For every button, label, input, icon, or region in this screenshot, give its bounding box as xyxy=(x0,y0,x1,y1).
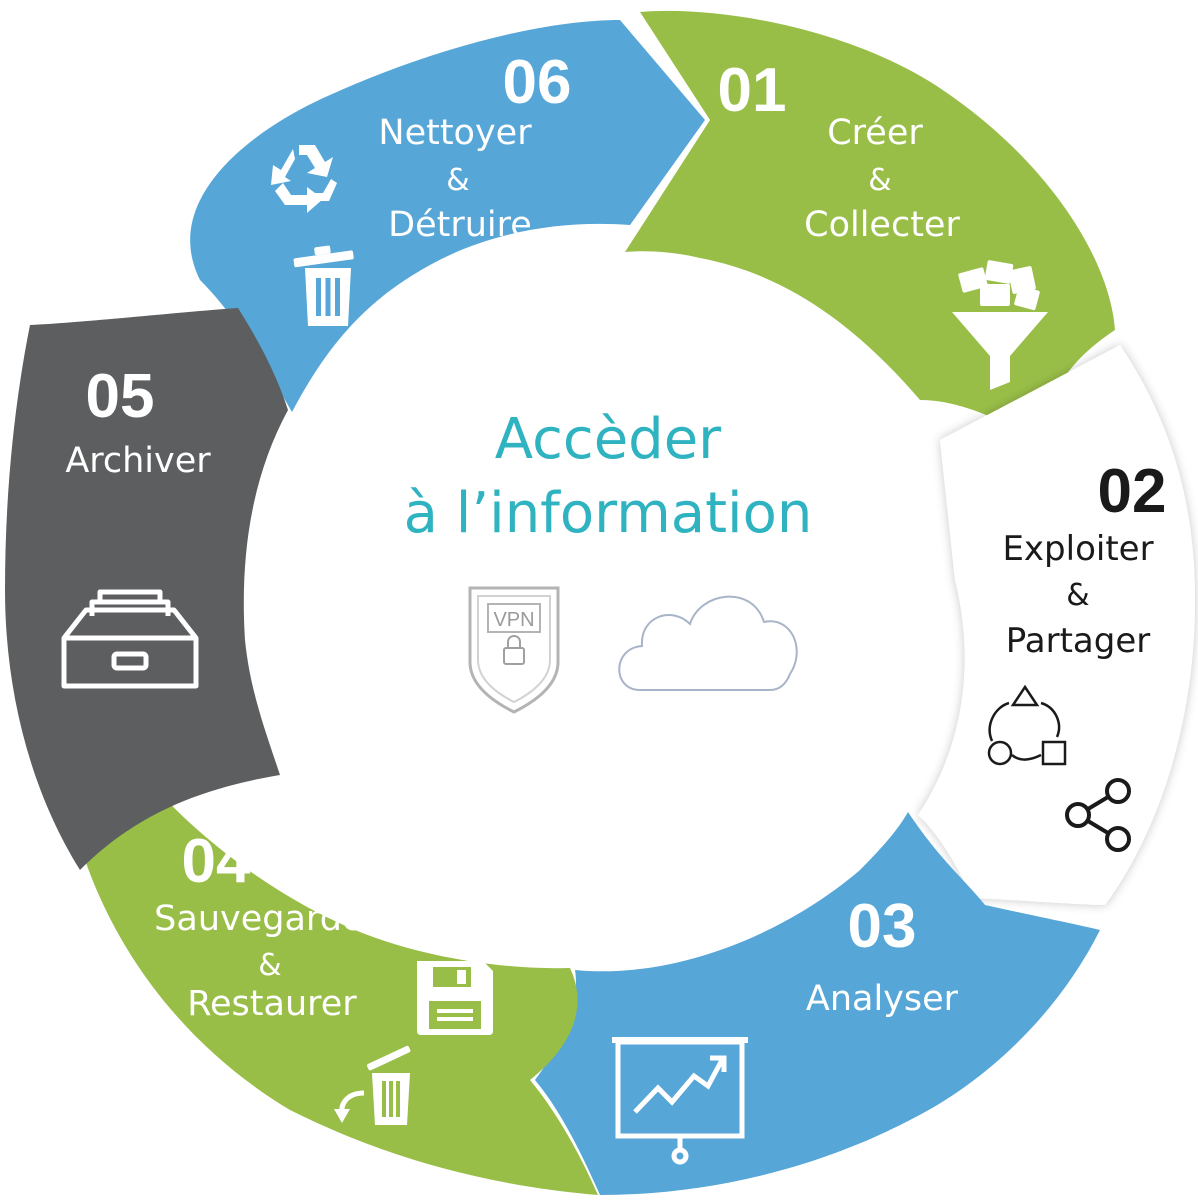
step-03-number: 03 xyxy=(848,892,917,961)
presentation-chart-icon xyxy=(612,1037,748,1165)
segment-04: 04 Sauvegarder & Restaurer xyxy=(85,782,598,1195)
documents-funnel-icon xyxy=(952,260,1048,390)
segment-02-shape xyxy=(918,345,1195,905)
segment-02: 02 Exploiter & Partager xyxy=(918,345,1195,905)
segment-01: 01 Créer & Collecter xyxy=(625,10,1115,441)
center-panel: Accèder à l’information VPN xyxy=(404,407,813,714)
shapes-cycle-icon xyxy=(987,684,1067,766)
recycle-icon xyxy=(271,145,337,213)
step-01-label-line-2: & xyxy=(868,163,891,198)
restore-trash-icon xyxy=(334,1045,411,1125)
step-06-label-line-1: Nettoyer xyxy=(378,113,532,153)
step-03-label-line-1: Analyser xyxy=(806,979,959,1019)
center-title-line-2: à l’information xyxy=(404,481,813,546)
segment-05: 05 Archiver xyxy=(5,308,288,870)
step-01-number: 01 xyxy=(718,56,787,125)
step-04-number: 04 xyxy=(182,827,251,896)
vpn-label: VPN xyxy=(493,609,534,631)
vpn-shield-icon: VPN xyxy=(468,586,560,714)
archive-drawer-icon xyxy=(61,589,199,689)
segment-05-shape xyxy=(5,308,288,870)
step-06-number: 06 xyxy=(503,48,572,117)
step-02-label-line-3: Partager xyxy=(1006,621,1150,661)
step-01-label-line-1: Créer xyxy=(827,113,923,153)
step-05-label-line-1: Archiver xyxy=(65,441,211,481)
share-icon xyxy=(1065,778,1131,852)
center-title-line-1: Accèder xyxy=(495,407,722,472)
step-04-label-line-1: Sauvegarder xyxy=(154,899,378,939)
step-04-label-line-2: & xyxy=(258,948,281,983)
segment-04-shape xyxy=(85,782,598,1195)
step-02-number: 02 xyxy=(1098,457,1167,526)
trash-icon xyxy=(293,245,354,326)
step-02-label-line-2: & xyxy=(1066,578,1089,613)
step-06-label-line-3: Détruire xyxy=(388,205,532,245)
step-05-number: 05 xyxy=(86,362,155,431)
step-02-label-line-1: Exploiter xyxy=(1002,529,1153,569)
step-01-label-line-3: Collecter xyxy=(804,205,960,245)
floppy-disk-icon xyxy=(417,961,493,1035)
segment-06: 06 Nettoyer & Détruire xyxy=(190,20,706,412)
step-04-label-line-3: Restaurer xyxy=(187,984,357,1024)
step-06-label-line-2: & xyxy=(446,163,469,198)
segment-03: 03 Analyser xyxy=(535,812,1100,1195)
cloud-icon xyxy=(618,595,798,691)
